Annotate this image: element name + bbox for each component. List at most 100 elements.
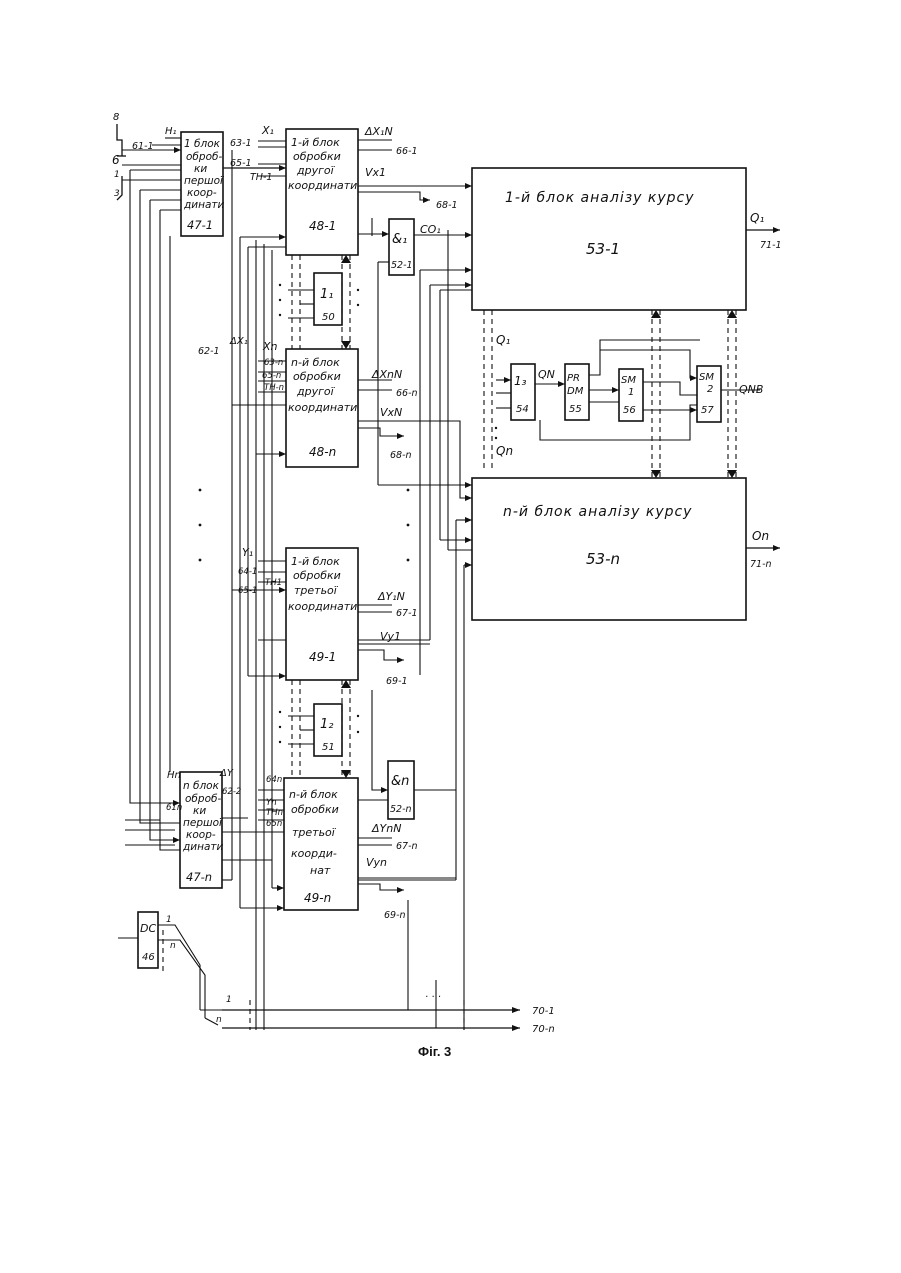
block-47-1-line: динати — [183, 199, 224, 211]
block-54-label: 1₃ — [514, 374, 527, 388]
block-52-n-label: &n — [391, 774, 409, 789]
block-48-n-line: n-й блок — [291, 356, 340, 369]
block-55-line: PR — [567, 373, 580, 384]
block-50: 1₁ 50 — [314, 273, 342, 325]
block-47-n-line: ки — [193, 805, 206, 817]
block-47-1: 1 блок оброб- ки першої коор- динати 47-… — [181, 132, 225, 236]
block-57-line: 2 — [707, 384, 713, 395]
block-52-1-label: &₁ — [392, 232, 407, 247]
label-61n: 61n — [166, 803, 182, 813]
block-46-dc: DC 46 — [138, 912, 158, 968]
label-67-1: 67-1 — [396, 608, 418, 619]
block-55-line: DM — [567, 386, 584, 397]
block-48-n-line: координати — [288, 401, 357, 414]
label-71-1: 71-1 — [760, 240, 782, 251]
block-49-n-line: n-й блок — [289, 788, 338, 801]
label-bus-n: n — [216, 1015, 222, 1025]
label-dc-1: 1 — [166, 915, 172, 925]
label-68-1: 68-1 — [436, 200, 458, 211]
label-Vyn: Vyn — [366, 856, 387, 869]
label-71-n: 71-n — [750, 559, 772, 570]
label-6: 6 — [112, 153, 120, 167]
block-49-n-line: нат — [310, 864, 331, 877]
label-dYnN: ΔYnN — [371, 822, 401, 835]
block-48-n-line: другої — [296, 385, 336, 398]
block-48-1-line: другої — [296, 164, 336, 177]
label-TH1: TH1 — [265, 578, 282, 588]
label-THn: THn — [266, 808, 283, 818]
block-51-label: 1₂ — [320, 717, 333, 732]
label-65-1b: 65-1 — [238, 586, 257, 596]
block-49-1-line: 1-й блок — [291, 555, 340, 568]
block-47-n-number: 47-n — [186, 870, 212, 884]
label-63-n: 63-n — [264, 358, 283, 368]
block-50-number: 50 — [322, 312, 335, 323]
block-57-number: 57 — [701, 405, 714, 416]
label-dc-n: n — [170, 941, 176, 951]
block-49-1-line: координати — [288, 600, 357, 613]
label-Q1: Q₁ — [496, 333, 510, 347]
block-53-1: 1-й блок аналізу курсу 53-1 — [472, 168, 746, 310]
label-H1: H₁ — [165, 126, 177, 137]
block-47-1-line: першої — [184, 175, 225, 187]
block-48-n-line: обробки — [293, 370, 341, 383]
label-QN: QN — [538, 368, 555, 381]
block-47-n-line: динати — [182, 841, 223, 853]
label-VxN: VxN — [380, 406, 402, 419]
block-56-line: SM — [621, 375, 636, 386]
label-On: On — [752, 529, 769, 543]
label-8: 8 — [113, 112, 119, 123]
block-52-1: &₁ 52-1 — [389, 219, 414, 275]
block-49-1-line: третьої — [294, 584, 339, 597]
label-61-1: 61-1 — [132, 141, 154, 152]
label-66-1: 66-1 — [396, 146, 418, 157]
block-53-1-number: 53-1 — [586, 240, 620, 258]
block-57-line: SM — [699, 372, 714, 383]
block-46-label: DC — [140, 922, 156, 935]
label-Hn: Hn — [167, 770, 181, 781]
label-3: 3 — [114, 189, 120, 199]
block-47-1-line: коор- — [187, 187, 217, 199]
block-56-number: 56 — [623, 405, 636, 416]
label-Vx1: Vx1 — [365, 166, 386, 179]
block-48-1: 1-й блок обробки другої координати 48-1 — [286, 129, 358, 255]
label-Yn: Yn — [266, 798, 277, 808]
block-49-n-line: коорди- — [291, 847, 337, 860]
label-64-1: 64-1 — [238, 567, 257, 577]
block-47-1-line: оброб- — [186, 151, 222, 163]
label-66-n: 66-n — [396, 388, 418, 399]
block-49-1: 1-й блок обробки третьої координати 49-1 — [286, 548, 358, 680]
label-70-1: 70-1 — [532, 1006, 555, 1017]
label-65n: 65n — [266, 819, 282, 829]
label-62-1: 62-1 — [198, 346, 220, 357]
label-dX1: ΔX₁ — [229, 336, 248, 347]
block-50-label: 1₁ — [320, 287, 333, 302]
label-65-1: 65-1 — [230, 158, 252, 169]
block-49-n-line: обробки — [291, 803, 339, 816]
label-dX1N: ΔX₁N — [364, 125, 393, 138]
label-67-n: 67-n — [396, 841, 418, 852]
label-1: 1 — [114, 170, 120, 180]
block-56-line: 1 — [628, 387, 634, 398]
label-69-1: 69-1 — [386, 676, 408, 687]
label-Xn: Xn — [262, 340, 278, 353]
block-47-1-number: 47-1 — [187, 218, 213, 232]
block-54-number: 54 — [516, 404, 529, 415]
block-52-n-number: 52-n — [390, 804, 412, 815]
label-69-n: 69-n — [384, 910, 406, 921]
label-O1: Q₁ — [750, 211, 764, 225]
block-53-1-label: 1-й блок аналізу курсу — [505, 190, 695, 206]
block-48-1-number: 48-1 — [309, 219, 336, 233]
label-65-n: 65-n — [262, 371, 281, 381]
label-Y1: Y₁ — [242, 546, 253, 559]
figure-caption: Фіг. 3 — [418, 1044, 451, 1059]
block-55-number: 55 — [569, 404, 582, 415]
block-49-1-line: обробки — [293, 569, 341, 582]
block-51: 1₂ 51 — [314, 704, 342, 756]
label-63-1: 63-1 — [230, 138, 252, 149]
block-53-n-number: 53-n — [586, 550, 620, 568]
block-48-1-line: 1-й блок — [291, 136, 340, 149]
block-52-n: &n 52-n — [388, 761, 414, 819]
block-57: SM 2 57 — [697, 366, 721, 422]
